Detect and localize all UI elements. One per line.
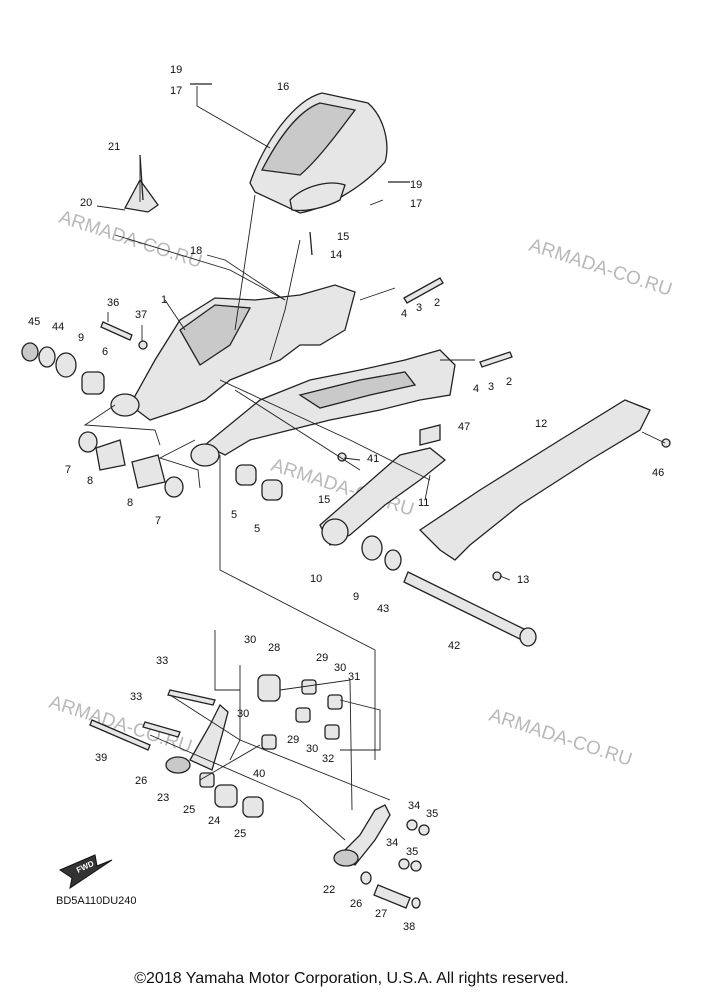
callout-13: 13	[517, 574, 529, 586]
callout-9: 9	[353, 591, 359, 603]
callout-35: 35	[406, 846, 418, 858]
bearing-a	[235, 464, 257, 486]
callout-2: 2	[434, 297, 440, 309]
callout-39: 39	[95, 752, 107, 764]
linkage-parts	[89, 674, 430, 909]
callout-40: 40	[253, 768, 265, 780]
rear-fender	[249, 92, 388, 214]
callout-6: 6	[102, 346, 108, 358]
callout-30: 30	[306, 743, 318, 755]
callout-45: 45	[28, 316, 40, 328]
callout-4: 4	[473, 383, 479, 395]
watermark-4: ARMADA-CO.RU	[486, 705, 634, 771]
callout-34: 34	[386, 837, 398, 849]
callout-34: 34	[408, 800, 420, 812]
callout-30: 30	[244, 634, 256, 646]
callout-25: 25	[183, 804, 195, 816]
callout-9: 9	[78, 332, 84, 344]
callout-28: 28	[268, 642, 280, 654]
watermark-5: ARMADA-CO.RU	[46, 692, 194, 758]
callout-35: 35	[426, 808, 438, 820]
callout-7: 7	[155, 515, 161, 527]
callout-36: 36	[107, 297, 119, 309]
collar-right	[361, 535, 383, 561]
label-plate	[419, 424, 441, 446]
copyright-notice: ©2018 Yamaha Motor Corporation, U.S.A. A…	[134, 970, 569, 987]
callout-33: 33	[130, 691, 142, 703]
callout-37: 37	[135, 309, 147, 321]
callout-24: 24	[208, 815, 220, 827]
bearing-b	[261, 479, 283, 501]
callout-19: 19	[170, 64, 182, 76]
callout-44: 44	[52, 321, 64, 333]
callout-30: 30	[237, 708, 249, 720]
callout-43: 43	[377, 603, 389, 615]
callout-25: 25	[234, 828, 246, 840]
circlip	[384, 549, 402, 571]
callout-29: 29	[287, 734, 299, 746]
callout-14: 14	[330, 249, 342, 261]
callout-47: 47	[458, 421, 470, 433]
callout-15: 15	[337, 231, 349, 243]
callout-4: 4	[401, 308, 407, 320]
callout-2: 2	[506, 376, 512, 388]
callout-22: 22	[323, 884, 335, 896]
callout-5: 5	[254, 523, 260, 535]
callout-23: 23	[157, 792, 169, 804]
callout-38: 38	[403, 921, 415, 933]
callout-8: 8	[87, 475, 93, 487]
callout-15: 15	[318, 494, 330, 506]
callout-26: 26	[135, 775, 147, 787]
callout-17: 17	[410, 198, 422, 210]
fwd-arrow-icon: FWD	[58, 854, 113, 890]
callout-26: 26	[350, 898, 362, 910]
callout-18: 18	[190, 245, 202, 257]
watermark-2: ARMADA-CO.RU	[526, 235, 674, 301]
callout-16: 16	[277, 81, 289, 93]
callout-27: 27	[375, 908, 387, 920]
callout-31: 31	[348, 671, 360, 683]
callout-41: 41	[367, 453, 379, 465]
callout-32: 32	[322, 753, 334, 765]
callout-8: 8	[127, 497, 133, 509]
guard-bracket	[124, 178, 159, 213]
fasteners	[100, 83, 671, 581]
callout-19: 19	[410, 179, 422, 191]
callout-21: 21	[108, 141, 120, 153]
swingarm	[110, 284, 456, 467]
callout-42: 42	[448, 640, 460, 652]
callout-3: 3	[488, 381, 494, 393]
rear-axle	[403, 571, 537, 647]
callout-3: 3	[416, 302, 422, 314]
callout-5: 5	[231, 509, 237, 521]
callout-10: 10	[310, 573, 322, 585]
callout-46: 46	[652, 467, 664, 479]
callout-11: 11	[418, 497, 429, 509]
leader-lines	[83, 86, 666, 841]
callout-17: 17	[170, 85, 182, 97]
callout-20: 20	[80, 197, 92, 209]
pivot-parts-left	[21, 342, 184, 498]
callout-33: 33	[156, 655, 168, 667]
callout-30: 30	[334, 662, 346, 674]
callout-1: 1	[161, 294, 167, 306]
diagram-code: BD5A110DU240	[56, 895, 137, 907]
callout-29: 29	[316, 652, 328, 664]
callout-7: 7	[65, 464, 71, 476]
callout-12: 12	[535, 418, 547, 430]
chain-case	[418, 399, 651, 561]
callouts: 19 17 16 21 19 17 20 15 18 14 2 3 4 1 36…	[28, 64, 664, 933]
